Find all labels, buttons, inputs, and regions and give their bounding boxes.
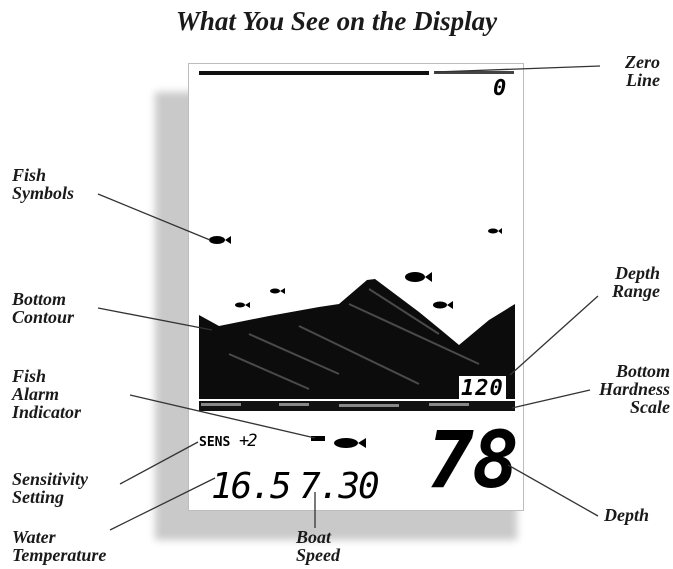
sens-label: SENS [199, 435, 231, 450]
depth-range-value: 120 [459, 376, 506, 401]
leader-sensitivity [119, 441, 199, 485]
zero-value: 0 [493, 76, 506, 101]
contour-texture [228, 288, 480, 390]
depth-value: 78 [427, 416, 519, 506]
leader-fish-alarm [129, 394, 316, 439]
leader-hardness [511, 389, 591, 409]
bottom-contour [199, 279, 515, 399]
fish-symbol [488, 228, 502, 234]
fish-symbol [433, 301, 453, 309]
zero-line-right [434, 71, 514, 74]
sonar-display-screen: 0 120 SENS +2 16.5 7.30 78 [188, 63, 524, 511]
fish-symbols [209, 228, 502, 309]
leader-zero-line [434, 65, 601, 73]
fish-symbol [270, 288, 285, 294]
leader-fish-symbols [97, 193, 211, 241]
leader-bottom-contour [97, 307, 213, 331]
diagram-title: What You See on the Display [175, 6, 498, 36]
water-temp-value: 16.5 [211, 466, 292, 507]
sens-value: +2 [239, 431, 258, 451]
boat-speed-value: 7.30 [299, 466, 380, 507]
fish-alarm-indicator [311, 436, 366, 448]
fish-symbol [235, 302, 250, 308]
zero-line [199, 71, 429, 75]
leader-depth-range [509, 295, 599, 376]
sonar-graphics [199, 71, 515, 448]
bottom-hardness-scale [199, 401, 515, 411]
fish-symbol [405, 272, 432, 282]
leader-depth [507, 464, 599, 517]
fish-symbol [209, 236, 231, 244]
leader-water-temp [109, 477, 216, 531]
label-depth: Depth [604, 505, 649, 525]
